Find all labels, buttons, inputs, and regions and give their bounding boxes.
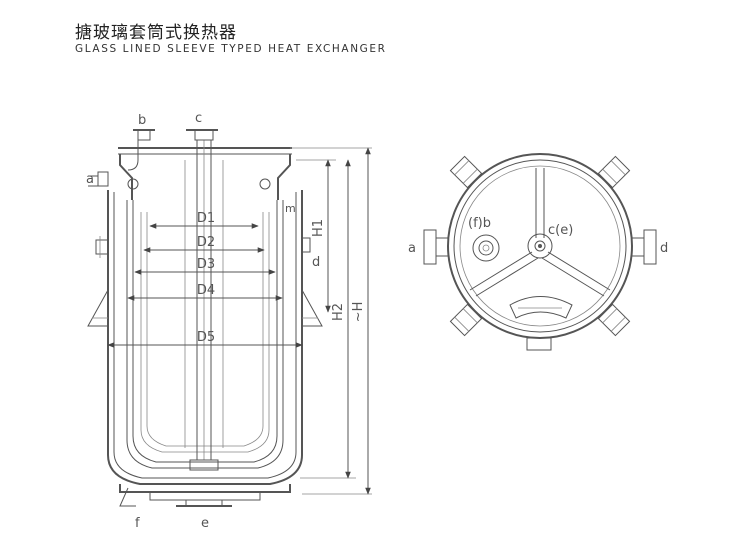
label-nozzle-d: d [312, 255, 320, 270]
dim-d4: D4 [197, 283, 215, 298]
dim-h2: H2 [331, 303, 346, 321]
plan-view: a d (f)b c(e) [408, 153, 668, 351]
title-chinese: 搪玻璃套筒式换热器 [75, 23, 237, 43]
plan-label-a: a [408, 241, 416, 256]
label-nozzle-b: b [138, 113, 146, 128]
dim-d3: D3 [197, 257, 215, 272]
dim-h1: H1 [311, 219, 326, 237]
dim-h: ~H [351, 302, 366, 323]
plan-label-fb: (f)b [468, 216, 491, 231]
dim-d1: D1 [197, 211, 215, 226]
label-m: m [285, 202, 296, 215]
plan-label-d: d [660, 241, 668, 256]
title-english: GLASS LINED SLEEVE TYPED HEAT EXCHANGER [75, 43, 387, 55]
label-nozzle-a: a [86, 172, 94, 187]
dim-d5: D5 [197, 330, 215, 345]
section-view: b c a m d f e D1 D2 D3 D4 D5 H1 H2 ~H [86, 111, 372, 531]
plan-label-ce: c(e) [548, 223, 573, 238]
dim-d2: D2 [197, 235, 215, 250]
label-nozzle-e: e [201, 516, 209, 531]
label-nozzle-f: f [135, 516, 140, 531]
label-nozzle-c: c [195, 111, 202, 126]
